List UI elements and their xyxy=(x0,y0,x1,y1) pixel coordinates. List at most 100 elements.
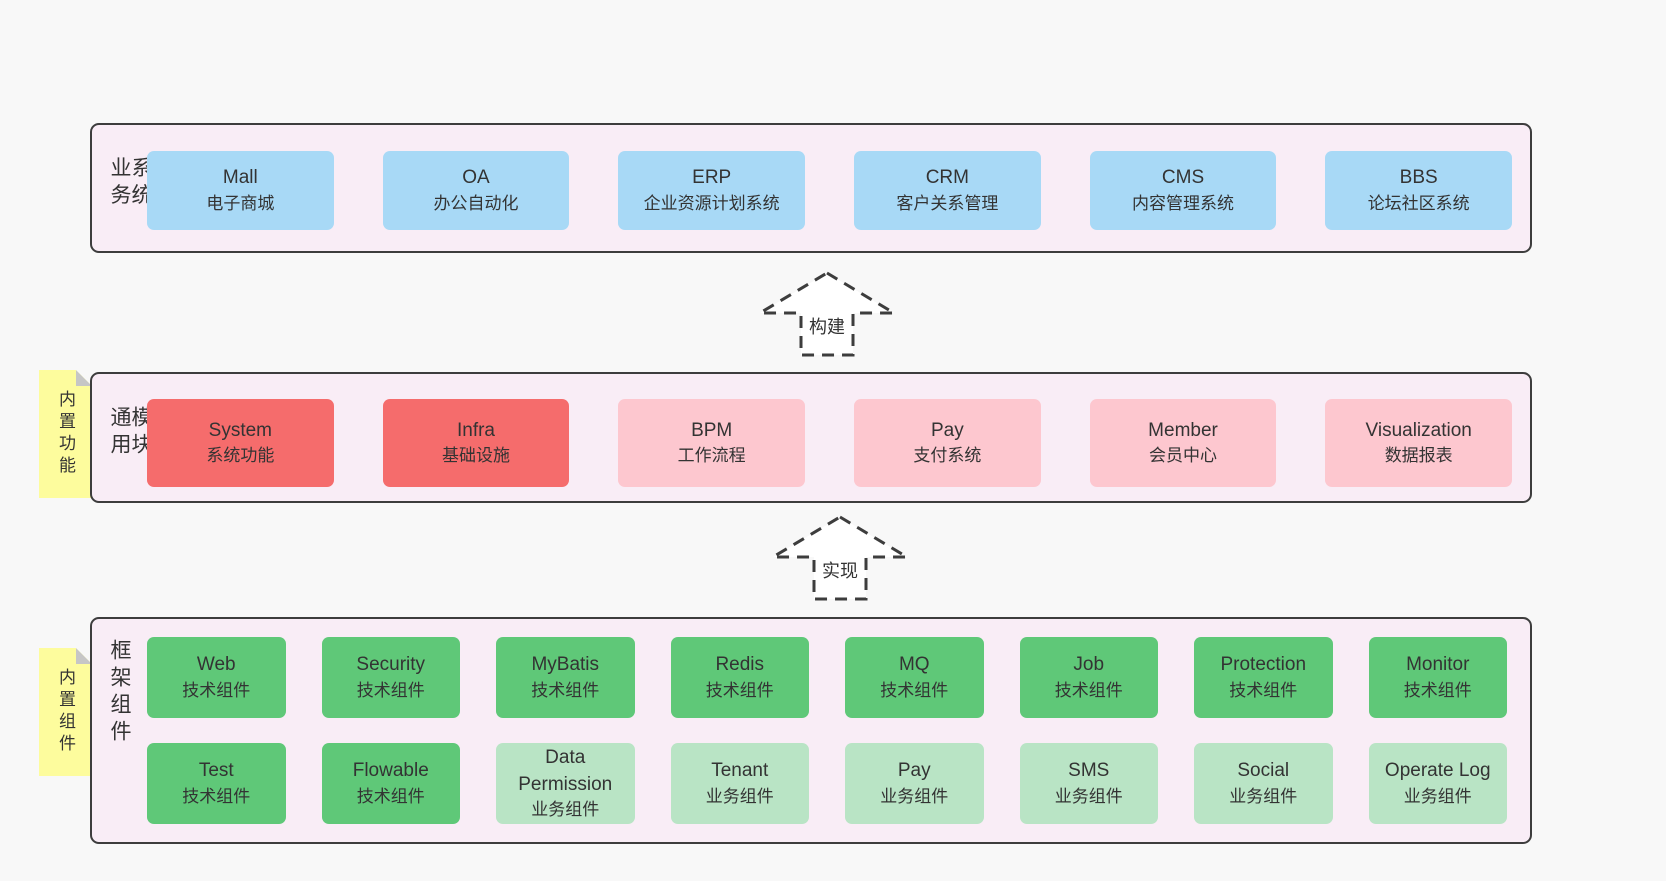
box-title: Social xyxy=(1237,760,1290,782)
box-member: Member 会员中心 xyxy=(1089,399,1277,487)
box-subtitle: 支付系统 xyxy=(913,446,982,466)
box-mall: Mall 电子商城 xyxy=(147,151,334,230)
box-social: Social 业务组件 xyxy=(1194,743,1333,824)
box-subtitle: 业务组件 xyxy=(1054,786,1123,806)
box-subtitle: 技术组件 xyxy=(1403,680,1472,700)
box-subtitle: 技术组件 xyxy=(880,680,949,700)
arrow-implement-up-icon: 实现 xyxy=(770,515,910,601)
box-title: BBS xyxy=(1399,167,1438,189)
box-subtitle: 技术组件 xyxy=(531,680,600,700)
box-title: Monitor xyxy=(1406,654,1470,676)
box-subtitle: 技术组件 xyxy=(1229,680,1298,700)
layer-label-components: 框架组件 xyxy=(108,639,131,747)
box-title: Redis xyxy=(715,654,765,676)
box-tenant: Tenant 业务组件 xyxy=(670,743,809,824)
box-subtitle: 业务组件 xyxy=(1229,786,1298,806)
box-subtitle: 业务组件 xyxy=(705,786,774,806)
box-flowable: Flowable 技术组件 xyxy=(321,743,460,824)
box-title: Pay xyxy=(930,419,964,441)
box-title: Member xyxy=(1148,419,1218,441)
box-title: SMS xyxy=(1068,760,1110,782)
box-title: ERP xyxy=(692,167,732,189)
arrow-up-outline xyxy=(757,271,897,357)
box-subtitle: 数据报表 xyxy=(1384,446,1453,466)
box-subtitle: 技术组件 xyxy=(705,680,774,700)
box-infra: Infra 基础设施 xyxy=(382,399,570,487)
box-title: Protection xyxy=(1220,654,1307,676)
box-mybatis: MyBatis 技术组件 xyxy=(496,637,635,718)
box-subtitle: 技术组件 xyxy=(356,786,425,806)
box-redis: Redis 技术组件 xyxy=(670,637,809,718)
box-subtitle: 企业资源计划系统 xyxy=(643,193,780,213)
box-pay-module: Pay 支付系统 xyxy=(854,399,1041,487)
box-test: Test 技术组件 xyxy=(147,743,286,824)
box-title: Security xyxy=(356,654,426,676)
tag-label: 内置组件 xyxy=(56,668,75,756)
box-pay-component: Pay 业务组件 xyxy=(845,743,984,824)
tag-label: 内置功能 xyxy=(56,390,75,478)
box-title: System xyxy=(208,419,273,441)
arrow-up-outline xyxy=(770,515,910,601)
box-subtitle: 客户关系管理 xyxy=(896,193,999,213)
layer-framework-components: 框架组件 Web 技术组件 Security 技术组件 MyBatis 技术组件… xyxy=(90,617,1532,844)
box-job: Job 技术组件 xyxy=(1019,637,1158,718)
components-box-row-1: Web 技术组件 Security 技术组件 MyBatis 技术组件 Redi… xyxy=(147,637,1507,718)
box-oa: OA 办公自动化 xyxy=(382,151,570,230)
box-title: CMS xyxy=(1161,167,1205,189)
box-subtitle: 技术组件 xyxy=(182,786,251,806)
box-subtitle: 论坛社区系统 xyxy=(1367,193,1470,213)
box-title: CRM xyxy=(925,167,969,189)
box-data-permission: Data Permission 业务组件 xyxy=(496,743,635,824)
modules-box-row: System 系统功能 Infra 基础设施 BPM 工作流程 Pay 支付系统… xyxy=(147,399,1513,487)
box-subtitle: 内容管理系统 xyxy=(1132,193,1235,213)
box-subtitle: 工作流程 xyxy=(677,446,746,466)
box-title: Web xyxy=(196,654,236,676)
tag-built-in-features: 内置功能 xyxy=(39,370,92,498)
box-title: OA xyxy=(462,167,490,189)
box-subtitle: 技术组件 xyxy=(182,680,251,700)
box-subtitle: 会员中心 xyxy=(1149,446,1218,466)
layer-label-business: 业务系统 xyxy=(108,156,152,211)
box-subtitle: 业务组件 xyxy=(531,800,600,820)
tag-built-in-components: 内置组件 xyxy=(39,648,92,776)
box-protection: Protection 技术组件 xyxy=(1194,637,1333,718)
box-subtitle: 技术组件 xyxy=(356,680,425,700)
box-subtitle: 办公自动化 xyxy=(433,193,519,213)
box-subtitle: 技术组件 xyxy=(1054,680,1123,700)
components-box-row-2: Test 技术组件 Flowable 技术组件 Data Permission … xyxy=(147,743,1507,824)
box-bpm: BPM 工作流程 xyxy=(618,399,806,487)
box-subtitle: 基础设施 xyxy=(442,446,510,466)
box-title: MyBatis xyxy=(531,654,600,676)
arrow-implement-label: 实现 xyxy=(822,561,858,581)
box-title: Data Permission xyxy=(518,747,613,795)
box-title: MQ xyxy=(898,654,930,676)
box-cms: CMS 内容管理系统 xyxy=(1089,151,1277,230)
box-operate-log: Operate Log 业务组件 xyxy=(1368,743,1507,824)
box-title: Infra xyxy=(456,419,496,441)
layer-label-modules: 通用模块 xyxy=(108,405,152,460)
box-system: System 系统功能 xyxy=(147,399,334,487)
box-subtitle: 电子商城 xyxy=(206,193,275,213)
box-crm: CRM 客户关系管理 xyxy=(854,151,1041,230)
box-sms: SMS 业务组件 xyxy=(1019,743,1158,824)
box-title: Operate Log xyxy=(1384,760,1491,782)
box-mq: MQ 技术组件 xyxy=(845,637,984,718)
box-visualization: Visualization 数据报表 xyxy=(1325,399,1513,487)
box-title: Pay xyxy=(897,760,931,782)
arrow-build-up-icon: 构建 xyxy=(757,271,897,357)
box-web: Web 技术组件 xyxy=(147,637,286,718)
box-title: Tenant xyxy=(711,760,769,782)
box-title: Mall xyxy=(222,167,258,189)
box-security: Security 技术组件 xyxy=(321,637,460,718)
box-subtitle: 业务组件 xyxy=(880,786,949,806)
box-erp: ERP 企业资源计划系统 xyxy=(618,151,806,230)
arrow-build-label: 构建 xyxy=(809,317,845,337)
box-monitor: Monitor 技术组件 xyxy=(1368,637,1507,718)
box-title: Job xyxy=(1073,654,1105,676)
box-title: Visualization xyxy=(1365,419,1472,441)
box-title: Test xyxy=(198,760,234,782)
box-title: BPM xyxy=(691,419,733,441)
business-box-row: Mall 电子商城 OA 办公自动化 ERP 企业资源计划系统 CRM 客户关系… xyxy=(147,151,1513,230)
layer-common-modules: 通用模块 System 系统功能 Infra 基础设施 BPM 工作流程 Pay… xyxy=(90,372,1532,503)
